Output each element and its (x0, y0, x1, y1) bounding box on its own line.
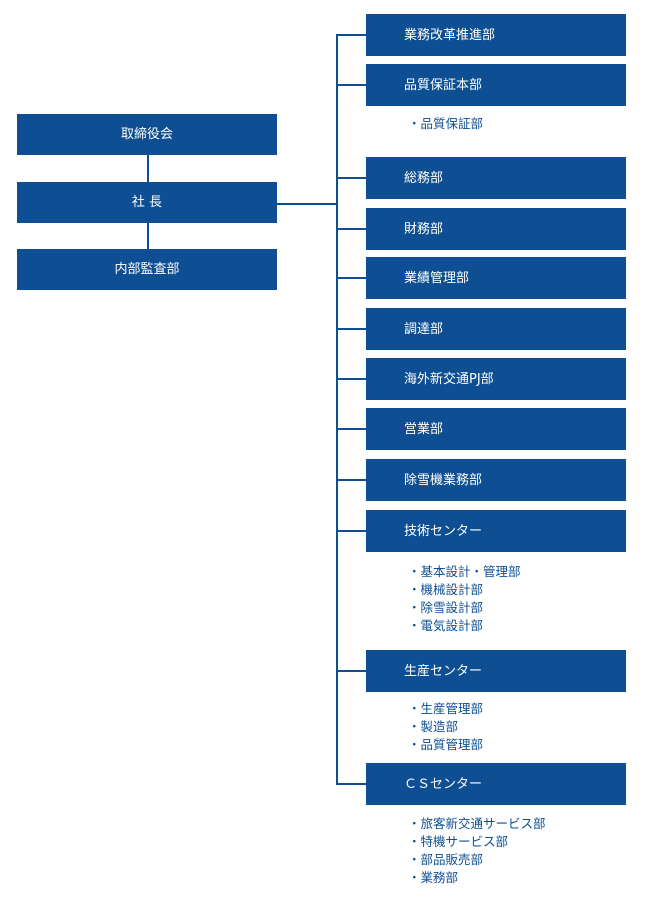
dept-box-sales: 営業部 (366, 408, 626, 450)
sub-dept-item: ・生産管理部 (408, 701, 484, 716)
sub-dept-item: ・品質保証部 (408, 116, 484, 131)
branch-line (336, 84, 366, 86)
dept-box-general-affairs: 総務部 (366, 157, 626, 199)
connector-president-trunk (277, 203, 337, 205)
sub-dept-item: ・基本設計・管理部 (408, 564, 521, 579)
branch-line (336, 328, 366, 330)
branch-line (336, 277, 366, 279)
quality-assurance-sub-list: ・品質保証部 (408, 115, 483, 133)
sub-dept-item: ・旅客新交通サービス部 (408, 816, 546, 831)
president-box: 社 長 (17, 182, 277, 223)
connector-board-president (147, 155, 149, 182)
sub-dept-item: ・電気設計部 (408, 618, 484, 633)
connector-president-audit (147, 223, 149, 249)
sub-dept-item: ・製造部 (408, 719, 459, 734)
sub-dept-item: ・除雪設計部 (408, 600, 484, 615)
branch-line (336, 670, 366, 672)
sub-dept-item: ・部品販売部 (408, 852, 484, 867)
branch-line (336, 34, 366, 36)
sub-dept-item: ・特機サービス部 (408, 834, 509, 849)
dept-box-snowplow-business: 除雪機業務部 (366, 459, 626, 501)
branch-line (336, 228, 366, 230)
branch-line (336, 378, 366, 380)
technical-center-sub-list: ・基本設計・管理部 ・機械設計部 ・除雪設計部 ・電気設計部 (408, 563, 521, 635)
dept-box-overseas-transit-pj: 海外新交通PJ部 (366, 358, 626, 400)
cs-center-sub-list: ・旅客新交通サービス部 ・特機サービス部 ・部品販売部 ・業務部 (408, 815, 546, 887)
branch-line (336, 428, 366, 430)
internal-audit-box: 内部監査部 (17, 249, 277, 290)
branch-line (336, 530, 366, 532)
dept-box-procurement: 調達部 (366, 308, 626, 350)
production-center-sub-list: ・生産管理部 ・製造部 ・品質管理部 (408, 700, 483, 754)
branch-line (336, 177, 366, 179)
sub-dept-item: ・業務部 (408, 870, 459, 885)
trunk-vertical-line (336, 34, 338, 785)
branch-line (336, 783, 366, 785)
dept-box-performance-management: 業績管理部 (366, 257, 626, 299)
sub-dept-item: ・品質管理部 (408, 737, 484, 752)
board-of-directors-box: 取締役会 (17, 114, 277, 155)
dept-box-business-reform: 業務改革推進部 (366, 14, 626, 56)
sub-dept-item: ・機械設計部 (408, 582, 484, 597)
dept-box-cs-center: ＣＳセンター (366, 763, 626, 805)
dept-box-production-center: 生産センター (366, 650, 626, 692)
branch-line (336, 479, 366, 481)
dept-box-finance: 財務部 (366, 208, 626, 250)
dept-box-quality-assurance-hq: 品質保証本部 (366, 64, 626, 106)
dept-box-technical-center: 技術センター (366, 510, 626, 552)
